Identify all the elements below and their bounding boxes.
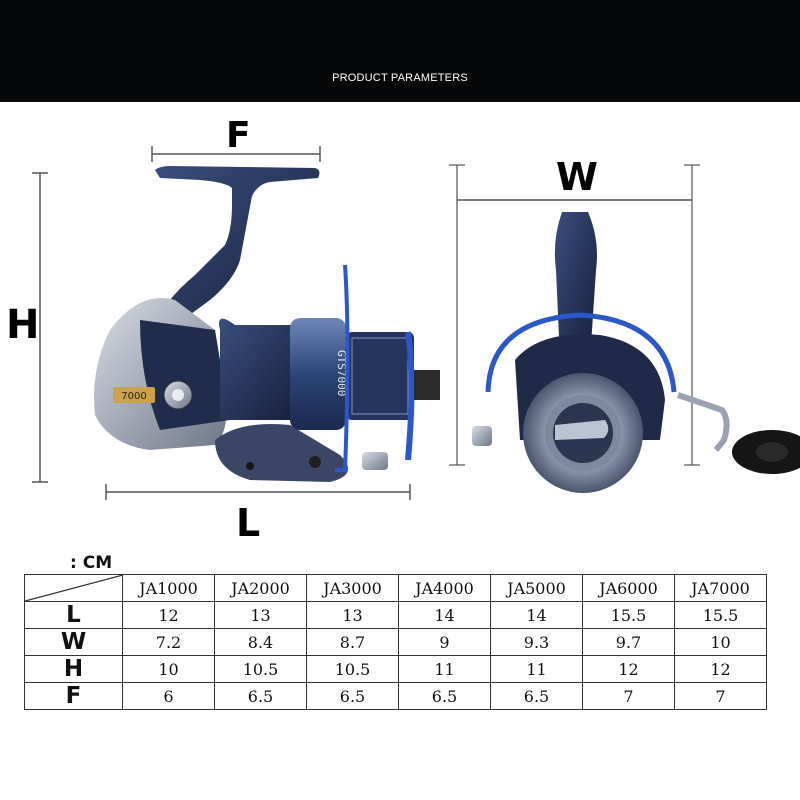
table-cell: 7.2	[122, 628, 215, 656]
column-header: JA2000	[214, 574, 307, 602]
reel-front-view	[449, 164, 800, 493]
column-header: JA4000	[398, 574, 491, 602]
table-cell: 6	[122, 682, 215, 710]
table-header-row: JA1000 JA2000 JA3000 JA4000 JA5000 JA600…	[24, 574, 767, 602]
rotor-housing	[219, 318, 300, 420]
table-cell: 9	[398, 628, 491, 656]
model-badge	[113, 387, 155, 403]
table-row: F 6 6.5 6.5 6.5 6.5 7 7	[24, 682, 767, 710]
line-roller	[472, 426, 492, 446]
table-cell: 8.4	[214, 628, 307, 656]
column-header: JA1000	[122, 574, 215, 602]
table-cell: 12	[122, 601, 215, 629]
table-cell: 9.7	[582, 628, 675, 656]
table-cell: 10	[674, 628, 767, 656]
table-cell: 15.5	[674, 601, 767, 629]
table-row: L 12 13 13 14 14 15.5 15.5	[24, 601, 767, 629]
row-label: L	[24, 601, 123, 629]
row-label: F	[24, 682, 123, 710]
table-cell: 12	[674, 655, 767, 683]
table-cell: 14	[398, 601, 491, 629]
table-cell: 14	[490, 601, 583, 629]
table-cell: 6.5	[214, 682, 307, 710]
row-label: H	[24, 655, 123, 683]
table-cell: 6.5	[490, 682, 583, 710]
table-cell: 10.5	[306, 655, 399, 683]
table-cell: 10	[122, 655, 215, 683]
dimension-label-h: H	[6, 302, 40, 348]
column-header: JA3000	[306, 574, 399, 602]
dimension-label-w: W	[556, 155, 598, 199]
table-cell: 7	[582, 682, 675, 710]
column-header: JA6000	[582, 574, 675, 602]
header-banner: PRODUCT PARAMETERS	[0, 0, 800, 102]
table-cell: 9.3	[490, 628, 583, 656]
table-cell: 10.5	[214, 655, 307, 683]
spool-lip	[405, 331, 415, 461]
spool	[290, 318, 346, 430]
table-cell: 11	[490, 655, 583, 683]
table-cell: 8.7	[306, 628, 399, 656]
table-cell: 13	[306, 601, 399, 629]
reel-side-view: 7000 GTS7000	[32, 146, 440, 500]
front-bail-wire	[485, 312, 677, 393]
handle-arm	[677, 392, 730, 452]
spool-text: GTS7000	[335, 350, 348, 396]
model-badge-text: 7000	[121, 391, 146, 402]
reel-foot	[150, 166, 320, 340]
column-header: JA7000	[674, 574, 767, 602]
bail-wire	[335, 264, 350, 472]
dimension-label-f: F	[226, 115, 251, 156]
table-cell: 6.5	[398, 682, 491, 710]
table-cell: 13	[214, 601, 307, 629]
column-header: JA5000	[490, 574, 583, 602]
front-foot-stem	[554, 212, 597, 360]
table-cell: 11	[398, 655, 491, 683]
table-cell: 6.5	[306, 682, 399, 710]
bail-arm-base	[215, 424, 348, 482]
table-cell: 7	[674, 682, 767, 710]
reel-figures: 7000 GTS7000	[32, 146, 800, 500]
corner-diagonal	[25, 575, 123, 601]
table-row: W 7.2 8.4 8.7 9 9.3 9.7 10	[24, 628, 767, 656]
unit-label: : CM	[70, 553, 113, 573]
table-row: H 10 10.5 10.5 11 11 12 12	[24, 655, 767, 683]
dimension-label-l: L	[236, 501, 261, 545]
table-cell: 15.5	[582, 601, 675, 629]
row-label: W	[24, 628, 123, 656]
spec-table: JA1000 JA2000 JA3000 JA4000 JA5000 JA600…	[24, 574, 767, 710]
table-corner-cell	[24, 574, 123, 602]
table-cell: 12	[582, 655, 675, 683]
banner-title: PRODUCT PARAMETERS	[332, 72, 468, 84]
drag-knob	[555, 420, 609, 440]
